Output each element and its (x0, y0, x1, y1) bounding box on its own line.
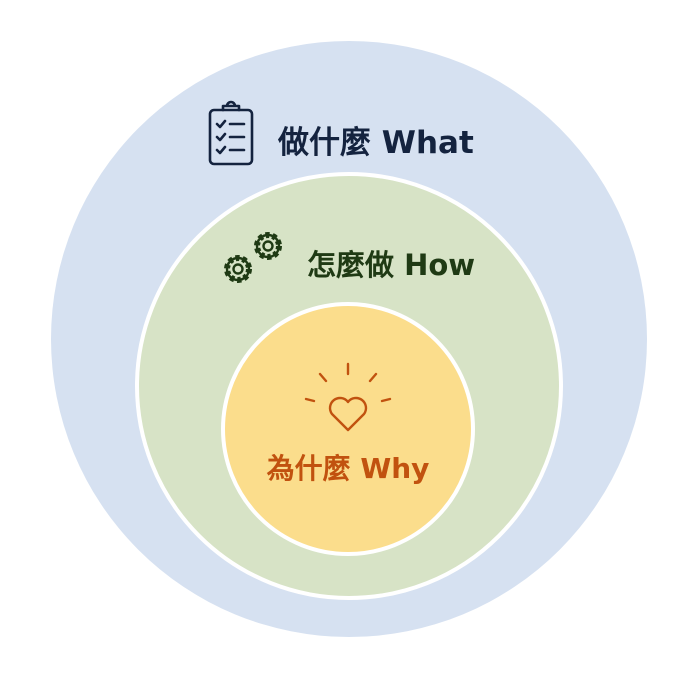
heart-glow-icon (304, 362, 392, 432)
how-label: 怎麼做 How (307, 248, 475, 282)
why-label: 為什麼 Why (267, 452, 430, 485)
clipboard-checklist-icon (208, 100, 254, 166)
gears-icon (224, 232, 282, 283)
what-label: 做什麼 What (277, 125, 474, 161)
